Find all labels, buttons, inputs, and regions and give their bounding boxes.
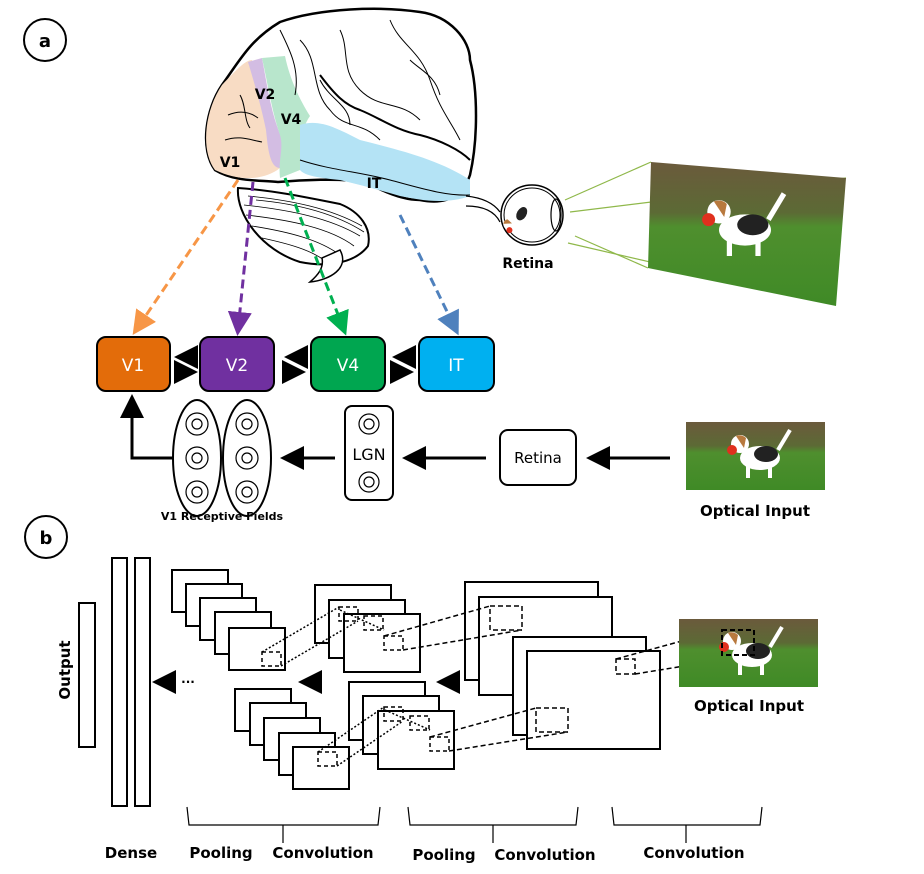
output-layer <box>78 602 96 748</box>
layer-braces <box>186 806 763 843</box>
region-it <box>300 122 470 202</box>
panel-b: b Output ··· <box>24 515 818 864</box>
input-flow-arrows <box>120 394 670 470</box>
panel-a: a <box>23 7 847 523</box>
pathway-box-label: V4 <box>337 356 359 376</box>
ellipsis: ··· <box>181 675 195 689</box>
panel-a-label: a <box>39 31 51 52</box>
dense-layer-2 <box>134 557 151 807</box>
label-pooling-1: Pooling <box>189 844 252 862</box>
label-pooling-2: Pooling <box>412 846 475 864</box>
brain-label-v1: V1 <box>220 155 241 171</box>
region-v4 <box>262 56 310 178</box>
label-dense: Dense <box>105 844 157 862</box>
brain-label-v2: V2 <box>255 87 276 103</box>
panel-b-label: b <box>40 528 53 549</box>
optical-input-label-a: Optical Input <box>700 502 810 520</box>
pooling-stack-1-top <box>171 569 286 671</box>
region-v2 <box>248 58 285 169</box>
arrow-brain-v1 <box>132 179 240 335</box>
optical-input-photo-a <box>686 422 825 490</box>
arrow-brain-v2 <box>227 181 255 336</box>
panel-b-badge <box>24 515 68 559</box>
conv-stack-2-bottom <box>512 636 661 750</box>
brain-label-it: IT <box>367 176 382 192</box>
dense-layer-1 <box>111 557 128 807</box>
pathway-box-label: IT <box>448 356 464 376</box>
conv-stack-1-top <box>314 584 421 673</box>
pathway-box-label: V1 <box>122 356 144 376</box>
panel-a-badge <box>23 18 67 62</box>
lgn-box: LGN <box>344 405 394 501</box>
output-label: Output <box>56 640 74 699</box>
retina-box: Retina <box>499 429 577 486</box>
brain-label-v4: V4 <box>281 112 302 128</box>
optical-input-label-b: Optical Input <box>694 697 804 715</box>
pooling-stack-1-bottom <box>234 688 350 790</box>
retina-label: Retina <box>502 256 553 272</box>
eye-icon <box>465 184 564 246</box>
label-convolution-2: Convolution <box>494 846 595 864</box>
cerebellum <box>236 186 370 266</box>
perspective-dog-photo <box>648 162 846 306</box>
optical-input-photo-b <box>679 619 818 687</box>
region-v1 <box>206 60 280 179</box>
label-convolution-3: Convolution <box>643 844 744 862</box>
pathway-box-v1: V1 <box>96 336 171 392</box>
brain-illustration: V2 V4 V1 IT <box>204 7 478 283</box>
pathway-box-it: IT <box>418 336 495 392</box>
pathway-box-label: V2 <box>226 356 248 376</box>
pathway-box-v4: V4 <box>310 336 386 392</box>
lgn-label: LGN <box>352 445 385 464</box>
receptive-fields-label: V1 Receptive Fields <box>161 510 284 523</box>
arrow-brain-it <box>398 214 459 336</box>
label-convolution-1: Convolution <box>272 844 373 862</box>
pathway-box-v2: V2 <box>199 336 275 392</box>
conv-stack-1-bottom <box>348 681 455 770</box>
v1-receptive-fields <box>172 399 272 517</box>
pooling-connections <box>261 606 431 767</box>
retina-box-label: Retina <box>514 449 562 467</box>
feedback-arrows <box>174 345 416 384</box>
